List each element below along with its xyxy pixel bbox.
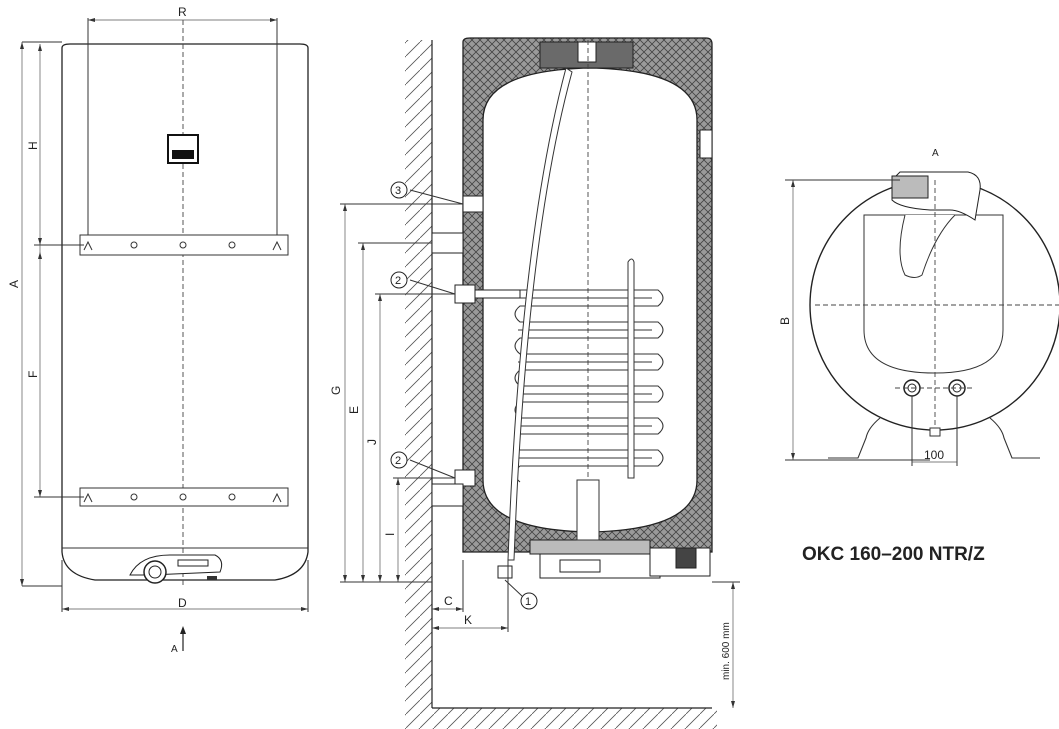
- callout-2-bottom: 2: [395, 455, 401, 467]
- wall-hatching: [405, 40, 432, 708]
- dim-I-label: I: [383, 533, 397, 536]
- spacing-label: 100: [924, 448, 944, 462]
- dip-tube: [507, 67, 573, 561]
- dim-D-label: D: [178, 596, 187, 610]
- model-title: OKC 160–200 NTR/Z: [802, 544, 985, 565]
- front-body: [61, 43, 309, 581]
- callout-2-top: 2: [395, 275, 401, 287]
- dim-A-label: A: [7, 280, 21, 288]
- floor-hatching: [405, 708, 717, 729]
- dim-G-label: G: [329, 386, 343, 395]
- section-view: 3 2 2 1 G E J I C: [329, 37, 740, 729]
- dim-C-label: C: [444, 594, 453, 608]
- dim-H-label: H: [26, 141, 40, 150]
- dim-B-label: B: [778, 317, 792, 325]
- dim-E-label: E: [347, 406, 361, 414]
- front-view: R A: [7, 5, 309, 655]
- dim-J-label: J: [365, 439, 379, 445]
- top-mounting-bracket: [79, 234, 289, 256]
- control-knob-icon: [129, 554, 223, 584]
- dim-R-label: R: [178, 5, 187, 19]
- callout-3: 3: [395, 185, 401, 197]
- clearance-label: min. 600 mm: [721, 622, 732, 680]
- top-view: A B 100: [778, 148, 1059, 466]
- top-view-label: A: [932, 148, 939, 159]
- dim-K-label: K: [464, 613, 472, 627]
- callout-1: 1: [525, 596, 531, 608]
- view-arrow-label: A: [171, 644, 178, 655]
- heating-element-flange: [497, 479, 711, 579]
- dim-F-label: F: [26, 371, 40, 378]
- inner-tank: [482, 67, 698, 533]
- bottom-mounting-bracket: [79, 487, 289, 507]
